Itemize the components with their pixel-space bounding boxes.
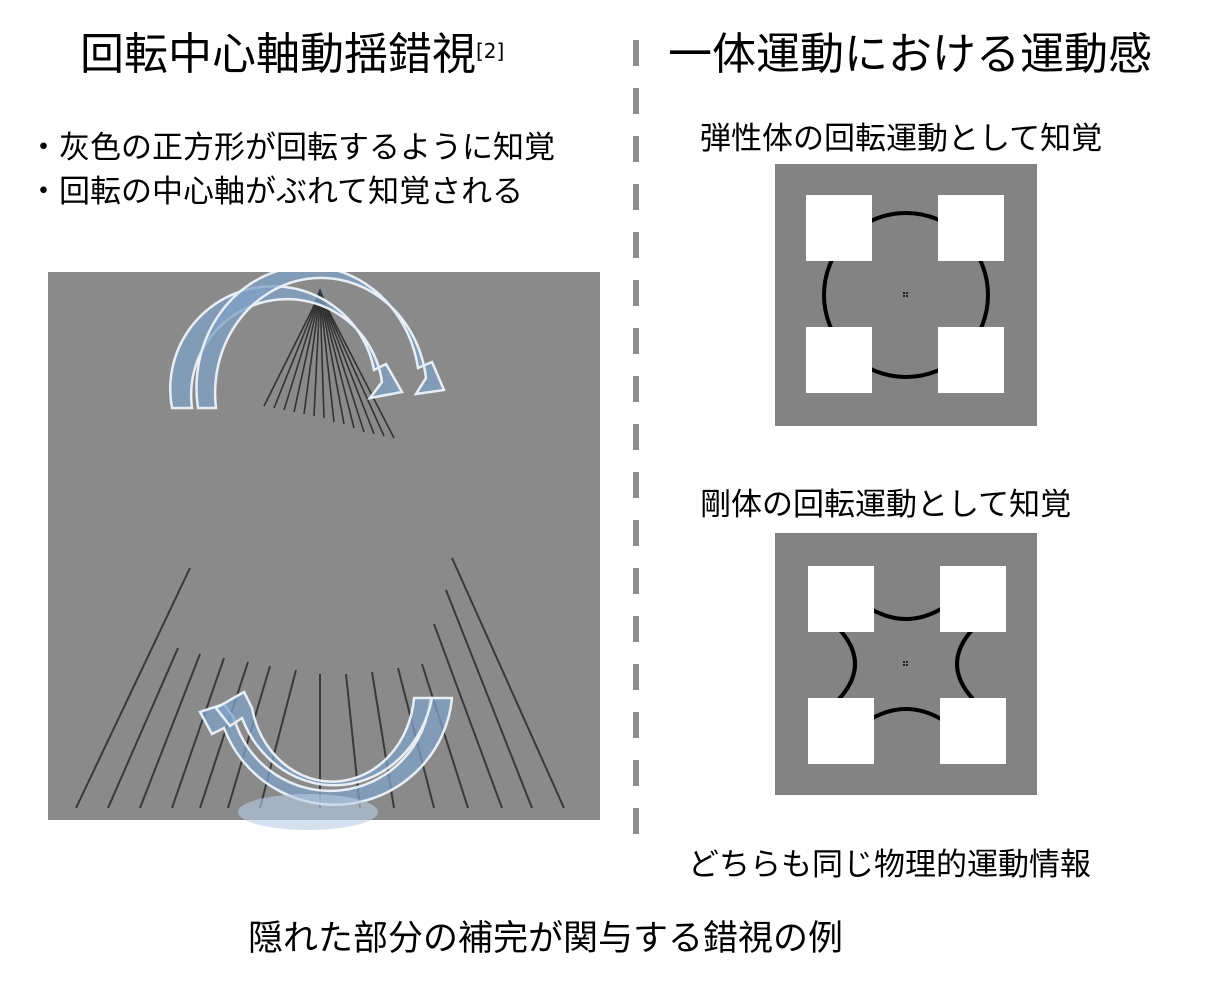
bottom-fan-line xyxy=(433,623,503,809)
top-fan-line xyxy=(273,293,321,409)
bullet-item-2: ・回転の中心軸がぶれて知覚される xyxy=(28,174,524,210)
rigid-fixation-dot xyxy=(903,661,908,666)
same-motion-note: どちらも同じ物理的運動情報 xyxy=(688,847,1091,883)
top-fan-line xyxy=(293,293,321,413)
rigid-rotation-figure xyxy=(775,533,1037,795)
top-fan-line xyxy=(319,293,355,429)
elastic-square-top-left xyxy=(806,195,872,261)
bottom-fan-line xyxy=(451,557,565,809)
top-fan-line xyxy=(319,293,335,423)
bottom-line-fan xyxy=(75,557,565,809)
rotation-arrow-clockwise-icon xyxy=(169,272,446,410)
rigid-concave-arcs xyxy=(837,607,975,721)
top-fan-line xyxy=(283,293,321,411)
top-fan-line xyxy=(319,293,385,437)
bottom-fan-line xyxy=(259,669,297,809)
right-title: 一体運動における運動感 xyxy=(668,29,1152,80)
rigid-square-top-right xyxy=(940,566,1006,632)
top-line-fan xyxy=(263,293,395,439)
bottom-fan-line xyxy=(227,665,271,809)
top-fan-line xyxy=(319,293,395,439)
top-fan-line xyxy=(319,293,375,435)
elastic-occluded-circle xyxy=(822,211,990,379)
rotation-axis-illusion-figure xyxy=(48,272,600,830)
bottom-fan-line xyxy=(171,657,225,809)
top-fan-line xyxy=(319,293,325,419)
rotation-arrow-counterclockwise-icon xyxy=(198,690,454,806)
elastic-square-bottom-left xyxy=(806,327,872,393)
bottom-fan-line xyxy=(445,589,533,809)
elastic-rotation-figure xyxy=(775,164,1037,426)
footer-caption: 隠れた部分の補完が関与する錯視の例 xyxy=(248,919,844,959)
dashed-divider xyxy=(633,40,639,840)
top-fan-line xyxy=(313,293,321,417)
elastic-square-top-right xyxy=(938,195,1004,261)
left-title: 回転中心軸動揺錯視[2] xyxy=(80,30,504,80)
elastic-fixation-dot xyxy=(903,292,908,297)
gray-square-background xyxy=(48,272,600,820)
left-title-reference: [2] xyxy=(476,39,505,63)
bottom-fan-line xyxy=(75,567,191,809)
rigid-square-bottom-left xyxy=(808,698,874,764)
top-fan-line xyxy=(319,293,345,425)
rigid-square-top-left xyxy=(808,566,874,632)
top-fan-line xyxy=(263,293,321,407)
elastic-square-bottom-right xyxy=(938,327,1004,393)
left-title-text: 回転中心軸動揺錯視 xyxy=(80,29,476,80)
elastic-figure-caption: 弾性体の回転運動として知覚 xyxy=(700,121,1103,157)
top-fan-line xyxy=(303,293,321,415)
top-fan-line xyxy=(319,293,365,433)
bottom-fan-line xyxy=(139,653,201,809)
rigid-figure-caption: 剛体の回転運動として知覚 xyxy=(700,487,1072,523)
bottom-fan-line xyxy=(199,661,249,809)
bottom-fan-line xyxy=(345,673,361,809)
bottom-fan-line xyxy=(107,647,179,809)
bottom-fan-line xyxy=(421,663,469,809)
bottom-highlight xyxy=(238,794,378,830)
rigid-square-bottom-right xyxy=(940,698,1006,764)
bullet-item-1: ・灰色の正方形が回転するように知覚 xyxy=(28,130,555,166)
